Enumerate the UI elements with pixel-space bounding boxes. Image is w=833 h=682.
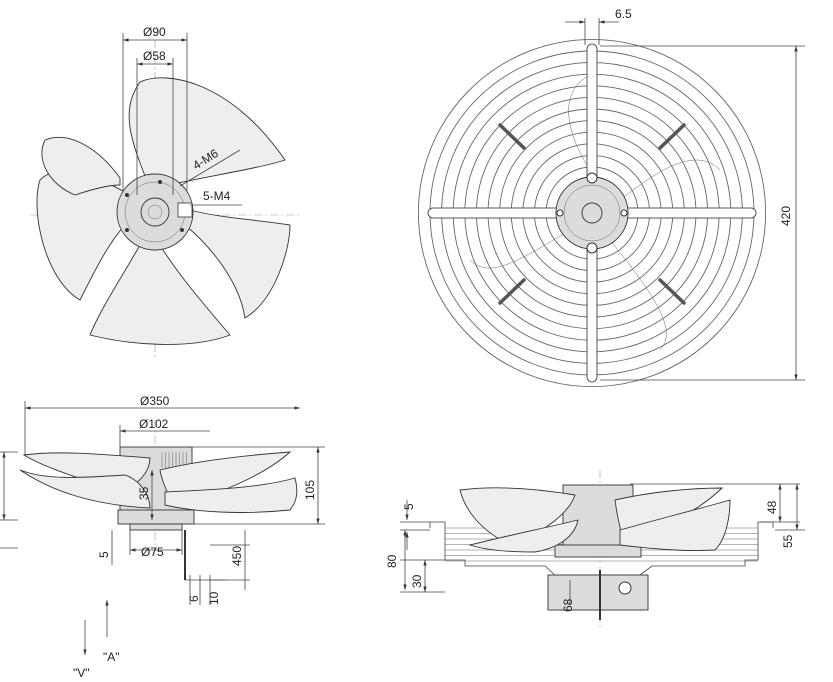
view-arrow-a: "A" xyxy=(103,650,120,664)
dim-d350: Ø350 xyxy=(140,394,170,408)
guard-view: 6.5 420 xyxy=(417,7,805,388)
dim-68: 68 xyxy=(561,598,575,612)
guard-side-view: 5 80 30 68 48 55 xyxy=(385,470,805,630)
dim-5-side: 5 xyxy=(97,551,111,558)
dim-450: 450 xyxy=(230,546,244,566)
dim-d90: Ø90 xyxy=(143,25,166,39)
view-arrow-v: "V" xyxy=(73,666,90,680)
dim-5-guard: 5 xyxy=(402,503,416,510)
dim-35: 35 xyxy=(137,486,151,500)
dim-left-top: 62 xyxy=(0,486,1,500)
dim-105: 105 xyxy=(303,480,317,500)
hub-fins xyxy=(161,452,187,468)
side-view: Ø350 Ø102 105 35 5 Ø75 450 6 10 xyxy=(0,394,325,680)
guard-ring xyxy=(417,38,767,388)
dim-5m4: 5-M4 xyxy=(203,189,231,203)
front-hub-bolts xyxy=(125,180,184,232)
dim-10: 10 xyxy=(207,591,221,605)
dim-d58: Ø58 xyxy=(143,49,166,63)
dim-80: 80 xyxy=(385,554,399,568)
dim-48: 48 xyxy=(765,500,779,514)
dim-d75: Ø75 xyxy=(141,545,164,559)
front-view: Ø90 Ø58 4-M6 5-M4 xyxy=(30,25,300,360)
dim-55: 55 xyxy=(781,534,795,548)
dim-420: 420 xyxy=(779,206,793,226)
dim-d102: Ø102 xyxy=(139,417,169,431)
dim-left-bottom: 106 xyxy=(0,554,1,574)
dim-6-5: 6.5 xyxy=(615,7,632,21)
dim-6: 6 xyxy=(187,595,201,602)
dim-30: 30 xyxy=(410,574,424,588)
